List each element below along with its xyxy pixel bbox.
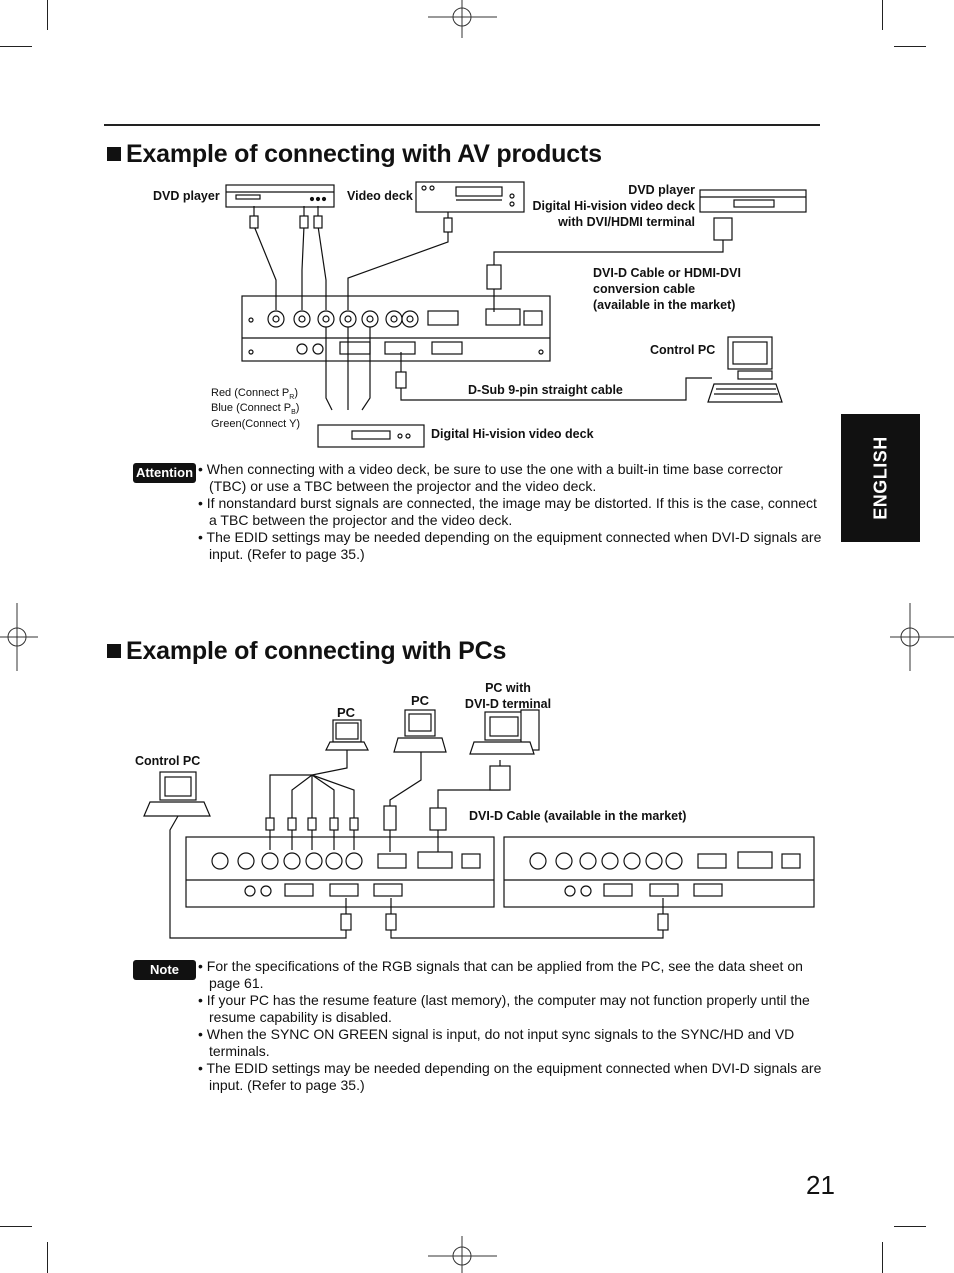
av-section-title: Example of connecting with AV products <box>107 140 602 169</box>
label-green-connect: Green(Connect Y) <box>211 418 301 430</box>
label-dvi-cable: DVI-D Cable or HDMI-DVI conversion cable… <box>593 266 741 312</box>
square-bullet-icon <box>107 147 121 161</box>
note-item: • If your PC has the resume feature (las… <box>198 992 810 1025</box>
video-deck-device <box>415 181 525 213</box>
attention-item: • When connecting with a video deck, be … <box>198 461 783 494</box>
crop-mark-tl-v <box>47 0 48 30</box>
label-dsub-cable: D-Sub 9-pin straight cable <box>468 383 623 397</box>
attention-tag: Attention <box>133 463 196 483</box>
label-control-pc-pc: Control PC <box>135 754 201 768</box>
label-pc-dvi: PC with DVI-D terminal <box>464 681 552 711</box>
note-item: • When the SYNC ON GREEN signal is input… <box>198 1026 795 1059</box>
projector-terminal-panel-av <box>241 295 551 362</box>
crop-mark-br-v <box>882 1242 883 1273</box>
control-pc-device <box>143 771 211 817</box>
crop-mark-bl-v <box>47 1242 48 1273</box>
dvd-digital-deck-device <box>699 189 807 213</box>
pc-section-title: Example of connecting with PCs <box>107 637 506 666</box>
square-bullet-icon <box>107 644 121 658</box>
label-red-connect: Red (Connect PR) <box>211 387 298 402</box>
dvd-player-device <box>225 184 335 208</box>
laptop-pc-1-device <box>325 719 369 751</box>
language-side-tab: ENGLISH <box>841 414 920 542</box>
label-video-deck: Video deck <box>347 189 413 203</box>
control-pc-av-device <box>707 336 783 403</box>
digital-hivision-deck-device <box>317 424 425 448</box>
label-pc-2: PC <box>411 693 430 708</box>
note-tag: Note <box>133 960 196 980</box>
label-dvi-d-cable: DVI-D Cable (available in the market) <box>469 809 687 823</box>
attention-item: • The EDID settings may be needed depend… <box>198 529 822 562</box>
label-dvd-player: DVD player <box>153 189 220 203</box>
note-list: • For the specifications of the RGB sign… <box>198 958 823 1094</box>
note-item: • The EDID settings may be needed depend… <box>198 1060 822 1093</box>
label-blue-connect: Blue (Connect PB) <box>211 402 300 417</box>
desktop-pc-2-device <box>393 709 447 753</box>
crop-mark-tl-h <box>0 46 32 47</box>
attention-list: • When connecting with a video deck, be … <box>198 461 823 563</box>
page-number: 21 <box>806 1170 835 1200</box>
label-pc-1: PC <box>337 705 356 720</box>
crop-mark-br-h <box>894 1226 926 1227</box>
label-control-pc-av: Control PC <box>650 343 716 357</box>
crop-mark-tr-v <box>882 0 883 30</box>
note-item: • For the specifications of the RGB sign… <box>198 958 803 991</box>
label-digital-hivision-deck: Digital Hi-vision video deck <box>431 427 594 441</box>
crop-mark-bl-h <box>0 1226 32 1227</box>
projector-terminal-panel-pc-1 <box>185 836 495 908</box>
top-rule <box>104 124 820 126</box>
pc-with-dvi-device <box>469 709 540 755</box>
label-dvd-digital-deck: DVD player Digital Hi-vision video deck … <box>532 183 695 229</box>
crop-mark-tr-h <box>894 46 926 47</box>
projector-terminal-panel-pc-2 <box>503 836 815 908</box>
attention-item: • If nonstandard burst signals are conne… <box>198 495 817 528</box>
